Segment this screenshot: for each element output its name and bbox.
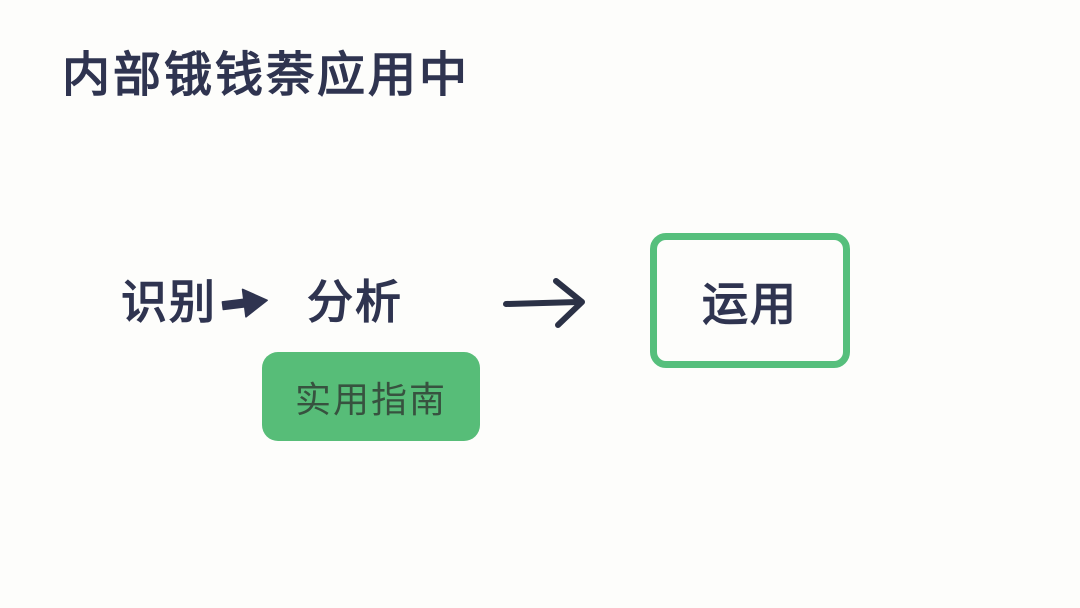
- practical-guide-badge-label: 实用指南: [294, 378, 447, 420]
- flow-step-yunyong-label: 运用: [702, 277, 798, 330]
- flow-step-shibie: 识别: [121, 276, 217, 328]
- arrow-right-solid-icon: [221, 288, 268, 318]
- flow-step-fenxi: 分析: [307, 276, 403, 328]
- practical-guide-badge: 实用指南: [262, 352, 480, 441]
- flow-step-yunyong-box: 运用: [650, 233, 850, 368]
- arrow-right-line-icon: [503, 278, 585, 328]
- page-title: 内部锇钱萘应用中: [62, 49, 471, 102]
